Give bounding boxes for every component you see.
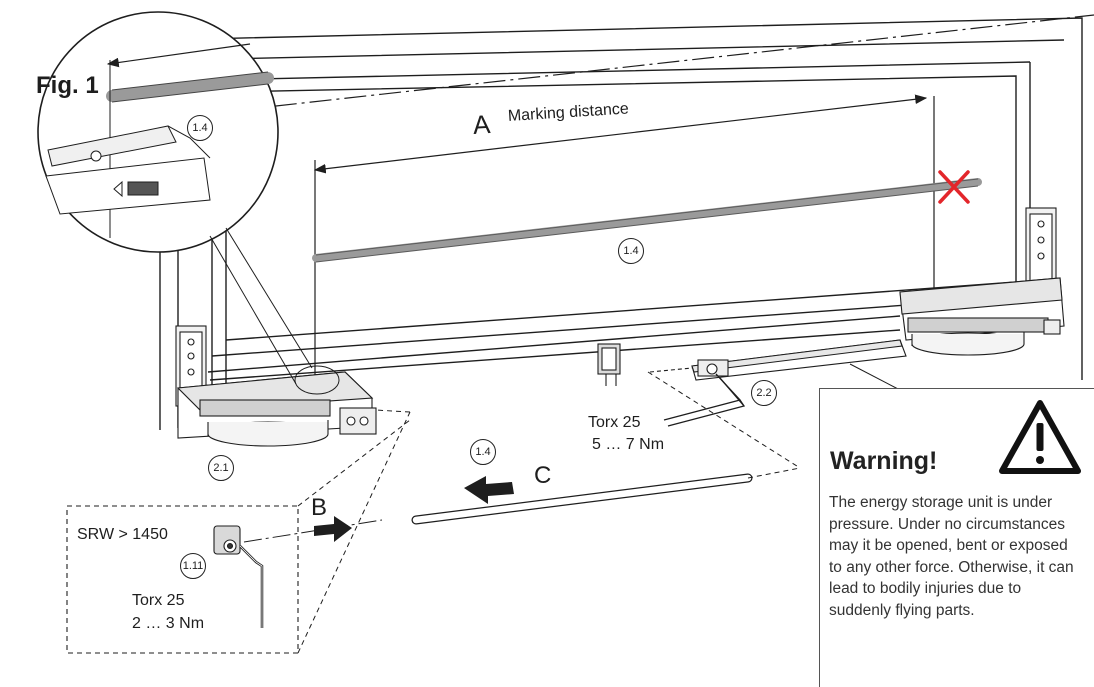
keeper-part [597,343,621,386]
rod-1-4 [312,178,982,262]
dimension-a-lines [313,94,935,388]
callout-1-4-rod: 1.4 [618,238,644,264]
torque-label-left: 2 … 3 Nm [132,615,205,632]
callout-1-4-lower: 1.4 [470,439,496,465]
l-key-right [663,373,746,427]
tool-label-left: Torx 25 [132,592,185,609]
red-cross-mark [938,170,970,204]
tool-label-right: Torx 25 [588,414,641,431]
zoom-detail-circle [37,11,340,395]
callout-2-1: 2.1 [208,455,234,481]
step-b-label: B [311,494,328,521]
left-gear-assembly [175,325,377,447]
dimension-a-label: A [472,108,492,140]
callout-1-4-zoom: 1.4 [187,115,213,141]
warning-triangle-icon [999,400,1081,474]
callout-2-2: 2.2 [751,380,777,406]
right-gear-assembly [899,207,1065,356]
warning-text: The energy storage unit is under pressur… [829,494,1074,619]
lower-rod [411,473,753,525]
warning-panel: Warning! The energy storage unit is unde… [819,388,1094,687]
warning-title: Warning! [830,447,938,475]
figure-label: Fig. 1 [36,72,99,99]
arrow-b [314,516,352,542]
arrow-c [464,476,514,504]
reference-line [239,14,1094,111]
warning-leader-line [849,363,901,391]
srw-condition-label: SRW > 1450 [77,526,168,543]
energy-storage-rail [649,339,907,381]
screw-component [213,525,264,628]
torque-label-right: 5 … 7 Nm [592,436,665,453]
callout-1-11: 1.11 [180,553,206,579]
step-c-label: C [534,462,552,489]
